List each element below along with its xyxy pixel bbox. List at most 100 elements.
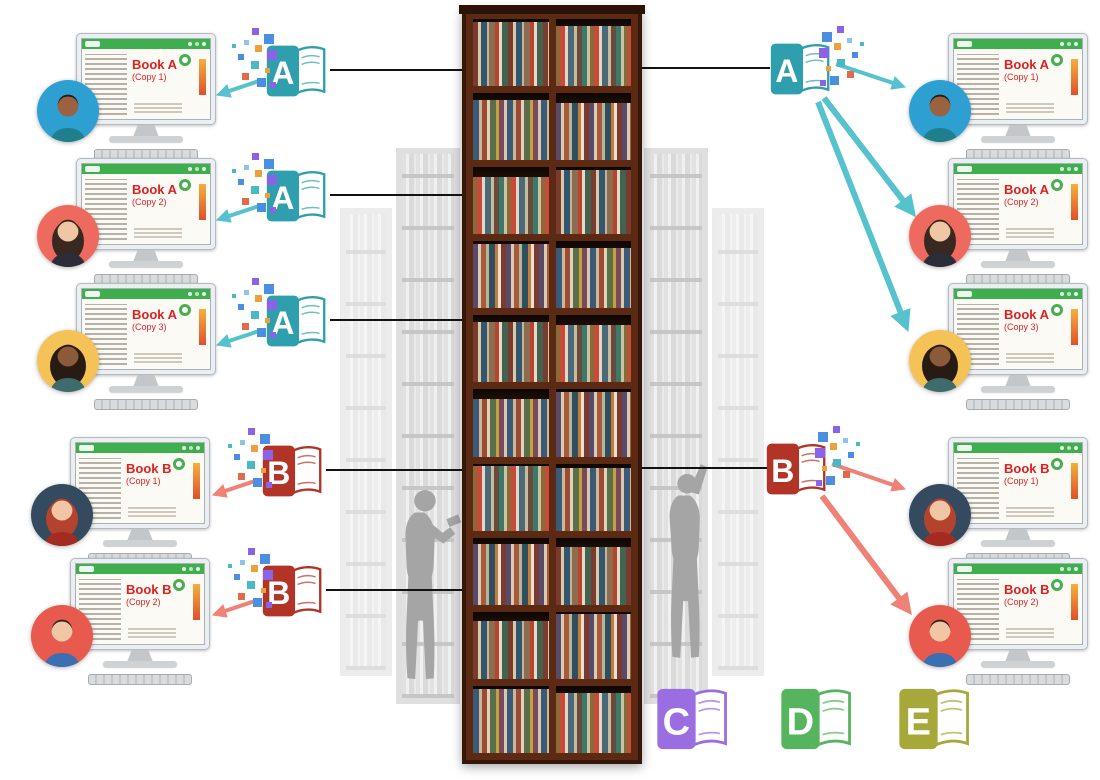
screen-page: Book B (Copy 2) — [76, 574, 204, 644]
book-title: Book A — [1004, 307, 1050, 322]
screen-toolbar — [82, 289, 210, 299]
copy-number: (Copy 1) — [1004, 476, 1039, 486]
ebook-reader-screen: Book B (Copy 2) — [75, 563, 205, 645]
page-text-lines — [1006, 628, 1054, 638]
monitor-base — [981, 261, 1055, 267]
book-letter: A — [271, 55, 294, 91]
logo-badge — [957, 291, 972, 297]
bar-chart-icon — [1071, 59, 1078, 95]
monitor-base — [981, 661, 1055, 667]
reader-station: Book B (Copy 1) — [30, 437, 216, 567]
page-text-lines — [1006, 228, 1054, 238]
digital-bits — [810, 426, 866, 500]
book-title: Book A — [1004, 57, 1050, 72]
screen-page: Book A (Copy 1) — [954, 49, 1082, 119]
logo-badge — [79, 445, 94, 451]
copy-number: (Copy 1) — [1004, 72, 1039, 82]
book-title: Book B — [126, 461, 172, 476]
reader-avatar — [30, 483, 94, 547]
book-letter: B — [771, 453, 794, 489]
ebook-reader-screen: Book A (Copy 3) — [81, 288, 211, 370]
copy-number: (Copy 1) — [132, 72, 167, 82]
book-label: Book B (Copy 1) — [126, 462, 172, 486]
book-letter: A — [271, 305, 294, 341]
book-label: Book A (Copy 1) — [1004, 58, 1049, 82]
reader-station: Book A (Copy 2) — [908, 158, 1094, 288]
reader-station: Book A (Copy 1) — [36, 33, 222, 163]
screen-toolbar — [954, 39, 1082, 49]
monitor-stand — [1005, 650, 1031, 662]
book-letter: E — [906, 702, 931, 744]
book-label: Book A (Copy 3) — [132, 308, 177, 332]
bar-chart-icon — [199, 309, 206, 345]
monitor-stand — [1005, 125, 1031, 137]
reader-station: Book A (Copy 3) — [908, 283, 1094, 413]
digital-bits — [226, 153, 282, 227]
book-letter: B — [267, 575, 290, 611]
logo-badge — [957, 445, 972, 451]
computer-monitor: Book B (Copy 2) — [70, 558, 210, 670]
ebook-file-a-icon: A — [232, 28, 328, 100]
monitor-stand — [127, 650, 153, 662]
reader-station: Book A (Copy 3) — [36, 283, 222, 413]
monitor-frame: Book A (Copy 1) — [948, 33, 1088, 125]
reader-station: Book B (Copy 2) — [908, 558, 1094, 688]
computer-monitor: Book A (Copy 1) — [948, 33, 1088, 145]
page-text-lines — [134, 228, 182, 238]
monitor-base — [109, 386, 183, 392]
book-letter: A — [775, 53, 798, 89]
reader-avatar — [36, 329, 100, 393]
page-text-lines — [1006, 507, 1054, 517]
background-bookshelf — [712, 208, 764, 676]
ebook-file-c-icon: C — [654, 686, 730, 752]
ebook-reader-screen: Book B (Copy 1) — [953, 442, 1083, 524]
reader-avatar — [908, 604, 972, 668]
book-letter: B — [267, 455, 290, 491]
book-letter: A — [271, 180, 294, 216]
ebook-reader-screen: Book A (Copy 3) — [953, 288, 1083, 370]
screen-page: Book A (Copy 2) — [954, 174, 1082, 244]
computer-monitor: Book B (Copy 1) — [948, 437, 1088, 549]
book-title: Book B — [1004, 461, 1050, 476]
screen-toolbar — [954, 564, 1082, 574]
reader-avatar — [908, 204, 972, 268]
monitor-base — [109, 261, 183, 267]
monitor-frame: Book B (Copy 2) — [70, 558, 210, 650]
monitor-frame: Book B (Copy 2) — [948, 558, 1088, 650]
monitor-base — [109, 136, 183, 142]
page-text-lines — [128, 507, 176, 517]
ebook-file-b-icon: B — [764, 426, 860, 498]
book-letter: D — [787, 702, 814, 744]
copy-number: (Copy 2) — [126, 597, 161, 607]
monitor-base — [981, 540, 1055, 546]
page-text-lines — [1006, 103, 1054, 113]
book-letter: C — [663, 702, 690, 744]
monitor-stand — [1005, 250, 1031, 262]
ebook-file-d-icon: D — [778, 686, 854, 752]
bar-chart-icon — [193, 463, 200, 499]
computer-monitor: Book B (Copy 2) — [948, 558, 1088, 670]
pie-chart-icon — [1051, 579, 1063, 591]
screen-page: Book A (Copy 3) — [82, 299, 210, 369]
screen-page: Book B (Copy 2) — [954, 574, 1082, 644]
monitor-stand — [133, 375, 159, 387]
screen-toolbar — [82, 39, 210, 49]
computer-monitor: Book A (Copy 1) — [76, 33, 216, 145]
monitor-base — [981, 136, 1055, 142]
screen-page: Book B (Copy 1) — [76, 453, 204, 523]
ebook-reader-screen: Book A (Copy 1) — [953, 38, 1083, 120]
logo-badge — [957, 41, 972, 47]
bar-chart-icon — [1071, 309, 1078, 345]
monitor-frame: Book A (Copy 1) — [76, 33, 216, 125]
ebook-file-b-icon: B — [228, 548, 324, 620]
ebook-file-e-icon: E — [896, 686, 972, 752]
book-label: Book A (Copy 2) — [1004, 183, 1049, 207]
copy-number: (Copy 2) — [132, 197, 167, 207]
book-title: Book A — [132, 57, 178, 72]
bar-chart-icon — [199, 184, 206, 220]
logo-badge — [957, 166, 972, 172]
copy-number: (Copy 1) — [126, 476, 161, 486]
book-label: Book A (Copy 2) — [132, 183, 177, 207]
monitor-stand — [127, 529, 153, 541]
